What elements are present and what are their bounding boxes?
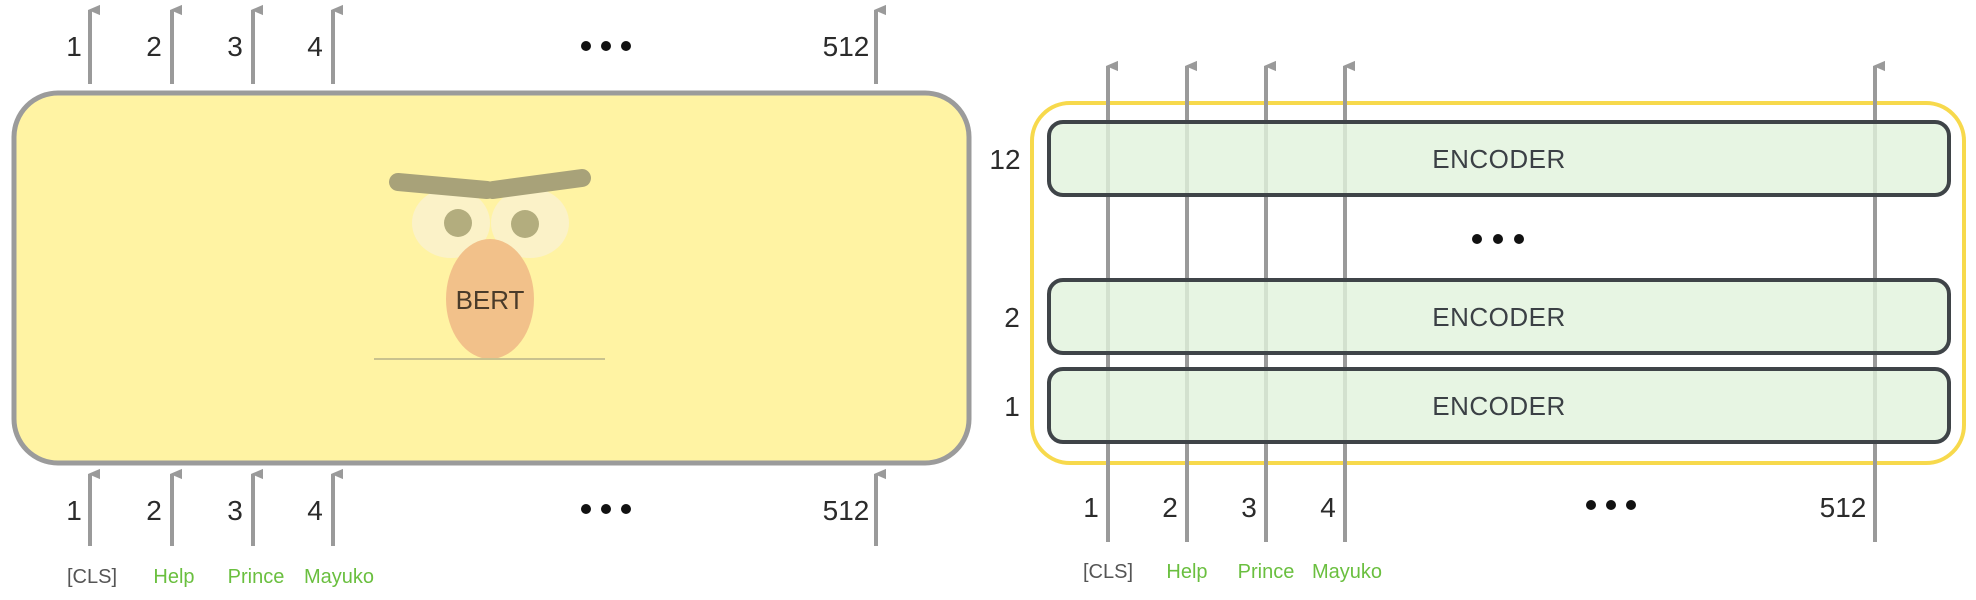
left-input-label-1: 1 (66, 495, 82, 526)
encoder-layer-1: ENCODER (1047, 367, 1951, 444)
right-token-cls: [CLS] (1083, 561, 1133, 583)
left-output-arrows (88, 10, 876, 84)
left-eyebrow (389, 173, 496, 199)
nose (446, 239, 534, 359)
left-output-label-2: 2 (146, 31, 162, 62)
right-eyebrow (484, 169, 591, 199)
left-token-prince: Prince (228, 566, 285, 588)
encoder-ellipsis (1472, 234, 1524, 244)
right-token-help: Help (1166, 561, 1207, 583)
left-token-mayuko: Mayuko (304, 566, 374, 588)
left-input-label-3: 3 (227, 495, 243, 526)
left-output-ellipsis (581, 41, 631, 51)
left-tokens: [CLS] Help Prince Mayuko (67, 566, 374, 588)
left-input-label-2: 2 (146, 495, 162, 526)
left-input-ellipsis (581, 504, 631, 514)
right-input-label-2: 2 (1162, 492, 1178, 523)
left-token-help: Help (153, 566, 194, 588)
left-output-label-3: 3 (227, 31, 243, 62)
bert-label: BERT (456, 285, 525, 315)
right-token-prince: Prince (1238, 561, 1295, 583)
left-output-labels: 1 2 3 4 512 (66, 31, 869, 62)
right-input-label-3: 3 (1241, 492, 1257, 523)
right-input-ellipsis (1586, 500, 1636, 510)
encoder-label-1: ENCODER (1432, 391, 1566, 421)
left-input-arrows (88, 474, 876, 546)
right-input-label-512: 512 (1820, 492, 1867, 523)
right-input-label-1: 1 (1083, 492, 1099, 523)
right-input-label-4: 4 (1320, 492, 1336, 523)
right-eye-pupil (511, 210, 539, 238)
layer-number-12: 12 (989, 144, 1020, 175)
left-input-labels: 1 2 3 4 512 (66, 495, 869, 526)
encoder-layer-2: ENCODER (1047, 278, 1951, 355)
left-eye-pupil (444, 209, 472, 237)
encoder-label-12: ENCODER (1432, 144, 1566, 174)
layer-numbers: 12 2 1 (989, 144, 1020, 422)
layer-number-1: 1 (1004, 391, 1020, 422)
bert-face: BERT (374, 169, 605, 360)
right-token-mayuko: Mayuko (1312, 561, 1382, 583)
layer-number-2: 2 (1004, 302, 1020, 333)
left-output-label-512: 512 (823, 31, 870, 62)
encoder-label-2: ENCODER (1432, 302, 1566, 332)
left-output-label-4: 4 (307, 31, 323, 62)
left-input-label-512: 512 (823, 495, 870, 526)
encoder-layer-12: ENCODER (1047, 120, 1951, 197)
left-token-cls: [CLS] (67, 566, 117, 588)
encoder-stack-box (1030, 101, 1966, 465)
right-tokens: [CLS] Help Prince Mayuko (1083, 561, 1382, 583)
left-output-label-1: 1 (66, 31, 82, 62)
left-diagram: 1 2 3 4 512 BERT (11, 10, 972, 588)
left-input-label-4: 4 (307, 495, 323, 526)
right-input-labels: 1 2 3 4 512 (1083, 492, 1866, 523)
right-diagram: ENCODER ENCODER ENCODER 12 2 1 1 2 3 4 (989, 66, 1966, 583)
